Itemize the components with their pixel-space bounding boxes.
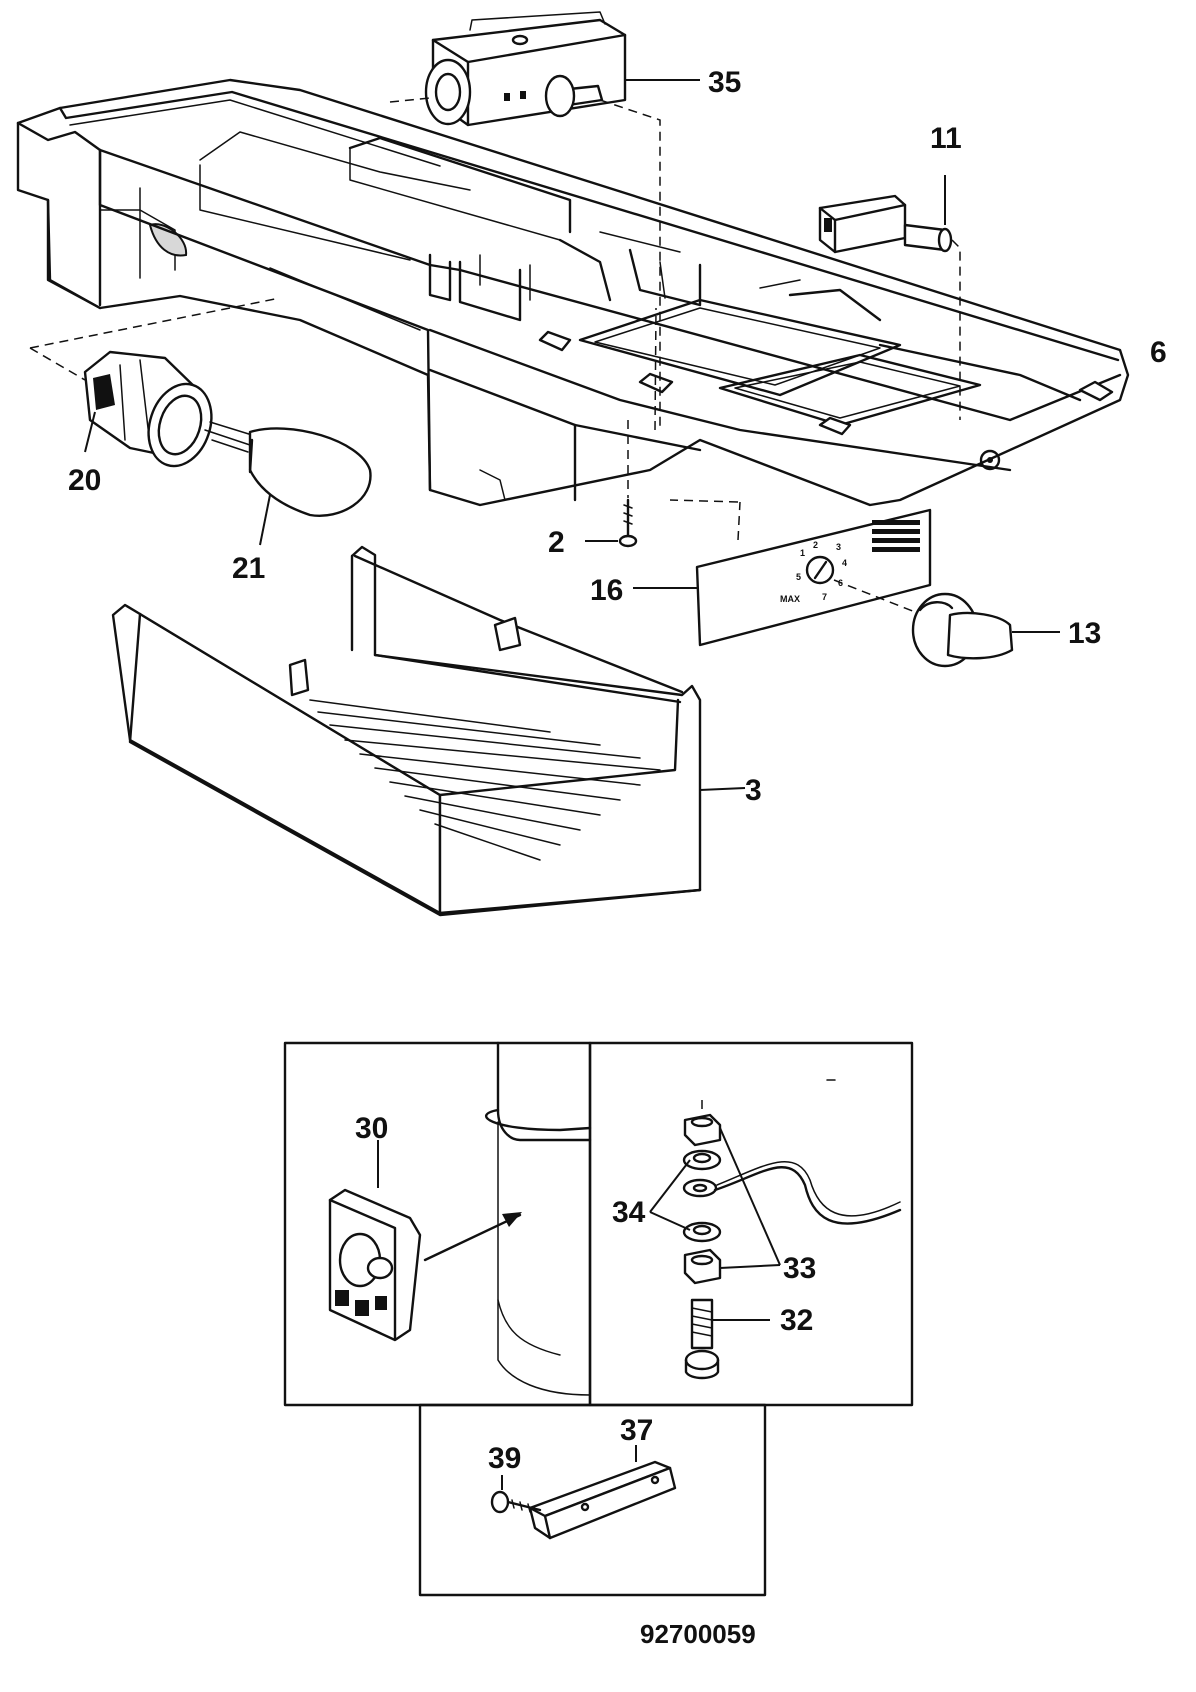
ring-terminal: [682, 1161, 902, 1225]
dial-panel-part: 1 2 3 4 5 6 7 MAX: [669, 499, 932, 647]
callout-16: 16: [590, 574, 623, 607]
document-number: 92700059: [640, 1619, 756, 1649]
callout-21: 21: [232, 552, 265, 585]
washer-top: [682, 1149, 722, 1171]
thermostat-part: [389, 11, 627, 127]
dial-mark: 5: [796, 572, 801, 582]
knob-part: [911, 592, 1014, 668]
callout-33: 33: [783, 1252, 816, 1285]
screw-part: [618, 498, 638, 548]
nut-top: [683, 1113, 722, 1147]
dial-mark: 1: [800, 548, 805, 558]
drawer-ribs: [309, 699, 661, 861]
dial-mark: 4: [842, 558, 847, 568]
dial-mark: 3: [836, 542, 841, 552]
inset-left: [283, 1041, 592, 1407]
callout-11: 11: [930, 122, 962, 155]
callout-35: 35: [708, 66, 741, 99]
lamp-holder-part: [83, 350, 213, 468]
callout-20: 20: [68, 464, 101, 497]
washer-bottom: [682, 1221, 722, 1243]
bracket-part: [528, 1460, 677, 1540]
callout-30: 30: [355, 1112, 388, 1145]
callout-37: 37: [620, 1414, 653, 1447]
callout-3: 3: [745, 774, 762, 807]
callout-2: 2: [548, 526, 565, 559]
callout-39: 39: [488, 1442, 521, 1475]
bulb-part: [204, 421, 372, 517]
bolt: [684, 1298, 720, 1380]
drawer-part: [111, 545, 702, 917]
main-housing: [16, 78, 1130, 507]
small-screw-part: [490, 1490, 542, 1514]
nut-bottom: [683, 1248, 722, 1285]
callout-32: 32: [780, 1304, 813, 1337]
callout-6: 6: [1150, 336, 1167, 369]
callout-34: 34: [612, 1196, 646, 1229]
switch-part: [818, 194, 953, 254]
inset-right: [588, 1041, 914, 1407]
relay-part: [328, 1188, 422, 1342]
dial-mark: 2: [813, 540, 818, 550]
inset-bottom: [418, 1403, 767, 1597]
dial-max-label: MAX: [780, 594, 800, 604]
dial-mark: 7: [822, 592, 827, 602]
callout-13: 13: [1068, 617, 1101, 650]
